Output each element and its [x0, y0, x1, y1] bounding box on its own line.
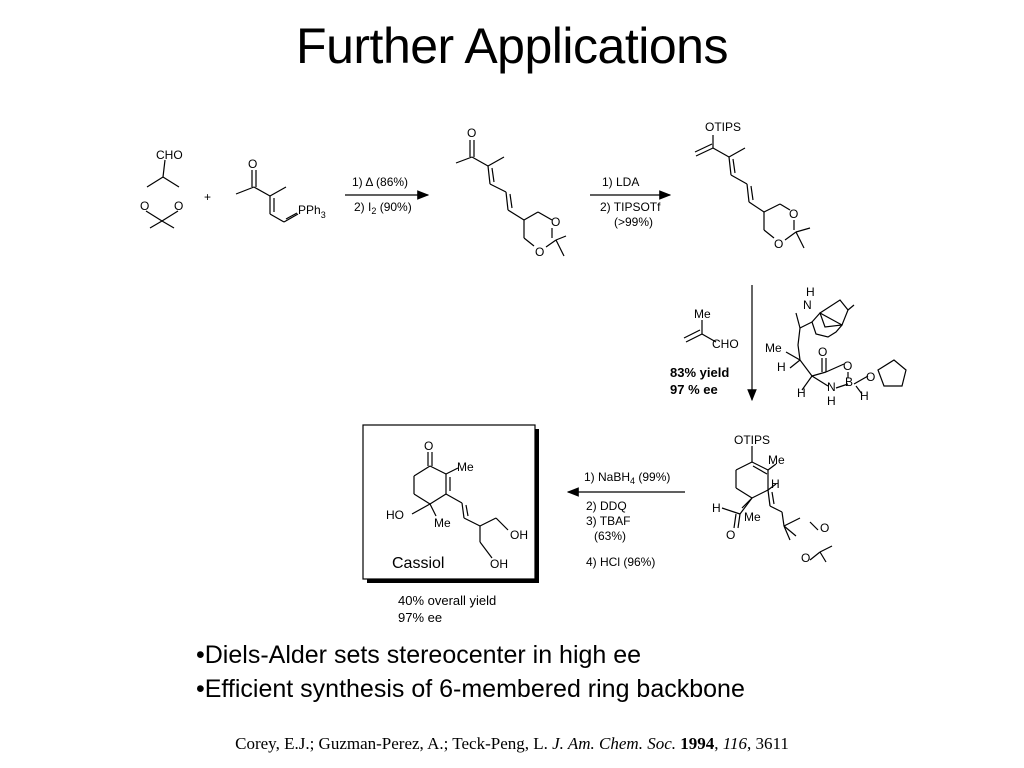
step4-line1: 1) NaBH4 (99%): [584, 470, 670, 486]
step2-line2: 2) TIPSOTf: [600, 200, 661, 214]
adduct-me2: Me: [744, 510, 761, 524]
silyl-enol-ether-structure: [694, 135, 811, 249]
methacrolein-structure: [683, 320, 717, 343]
cassiol-oh1: OH: [510, 528, 528, 542]
step2-line1: 1) LDA: [602, 175, 639, 189]
step1-line1: 1) Δ (86%): [352, 175, 408, 189]
adduct-h2: H: [712, 501, 721, 515]
int1-o2: O: [535, 245, 544, 259]
cassiol-name: Cassiol: [392, 555, 444, 572]
cat-b: B: [845, 375, 853, 389]
citation-year: 1994: [680, 734, 715, 753]
oxazaborolidine-catalyst-structure: [785, 299, 907, 395]
sm1-o2: O: [174, 199, 183, 213]
dienophile-cho: CHO: [712, 337, 739, 351]
cat-n-top: N: [803, 298, 812, 312]
int1-o1: O: [551, 215, 560, 229]
cassiol-oh2: OH: [490, 557, 508, 571]
int1-o-top: O: [467, 126, 476, 140]
sm1-cho: CHO: [156, 148, 183, 162]
step1-line2: 2) I2 (90%): [354, 200, 412, 216]
step4-line3: 3) TBAF: [586, 514, 630, 528]
cat-o1: O: [818, 345, 827, 359]
adduct-o2: O: [801, 551, 810, 565]
cat-h4: H: [860, 389, 869, 403]
adduct-otips: OTIPS: [734, 433, 770, 447]
trienone-structure: [455, 140, 567, 257]
citation: Corey, E.J.; Guzman-Perez, A.; Teck-Peng…: [235, 734, 789, 753]
cat-n: N: [827, 380, 836, 394]
int2-o1: O: [789, 207, 798, 221]
adduct-o1: O: [820, 521, 829, 535]
citation-pages: , 3611: [747, 734, 789, 753]
plus-sign: +: [204, 190, 211, 204]
cat-h-top: H: [806, 285, 815, 299]
cassiol-structure: [411, 452, 509, 559]
sm1-o1: O: [140, 199, 149, 213]
cat-o3: O: [866, 370, 875, 384]
citation-journal: J. Am. Chem. Soc.: [552, 734, 676, 753]
da-yield: 83% yield: [670, 365, 729, 380]
step4-line4: (63%): [594, 529, 626, 543]
cassiol-me1: Me: [457, 460, 474, 474]
phosphorane-structure: [235, 170, 299, 223]
slide-title: Further Applications: [296, 18, 728, 74]
cat-me: Me: [765, 341, 782, 355]
int2-otips: OTIPS: [705, 120, 741, 134]
citation-volume: 116: [722, 734, 747, 753]
sm2-pph3: PPh3: [298, 203, 326, 220]
cassiol-ho: HO: [386, 508, 404, 522]
step4-line2: 2) DDQ: [586, 499, 627, 513]
cat-h1: H: [777, 360, 786, 374]
bullet-list: •Diels-Alder sets stereocenter in high e…: [196, 638, 745, 706]
cat-h2: H: [797, 386, 806, 400]
bullet-2: •Efficient synthesis of 6-membered ring …: [196, 675, 745, 703]
citation-authors: Corey, E.J.; Guzman-Perez, A.; Teck-Peng…: [235, 734, 553, 753]
cassiol-box: [362, 424, 536, 580]
bullet-1: •Diels-Alder sets stereocenter in high e…: [196, 641, 642, 669]
adduct-me1: Me: [768, 453, 785, 467]
overall-ee: 97% ee: [398, 610, 442, 625]
int2-o2: O: [774, 237, 783, 251]
adduct-h1: H: [771, 477, 780, 491]
cassiol-me2: Me: [434, 516, 451, 530]
cat-h3: H: [827, 394, 836, 408]
diels-alder-adduct-structure: [721, 446, 833, 563]
cassiol-o: O: [424, 439, 433, 453]
dioxane-aldehyde-structure: [145, 159, 180, 229]
step2-line3: (>99%): [614, 215, 653, 229]
sm2-o: O: [248, 157, 257, 171]
dienophile-me: Me: [694, 307, 711, 321]
overall-yield: 40% overall yield: [398, 593, 496, 608]
cat-o2: O: [843, 359, 852, 373]
adduct-o-ald: O: [726, 528, 735, 542]
step4-line5: 4) HCl (96%): [586, 555, 655, 569]
da-ee: 97 % ee: [670, 382, 718, 397]
